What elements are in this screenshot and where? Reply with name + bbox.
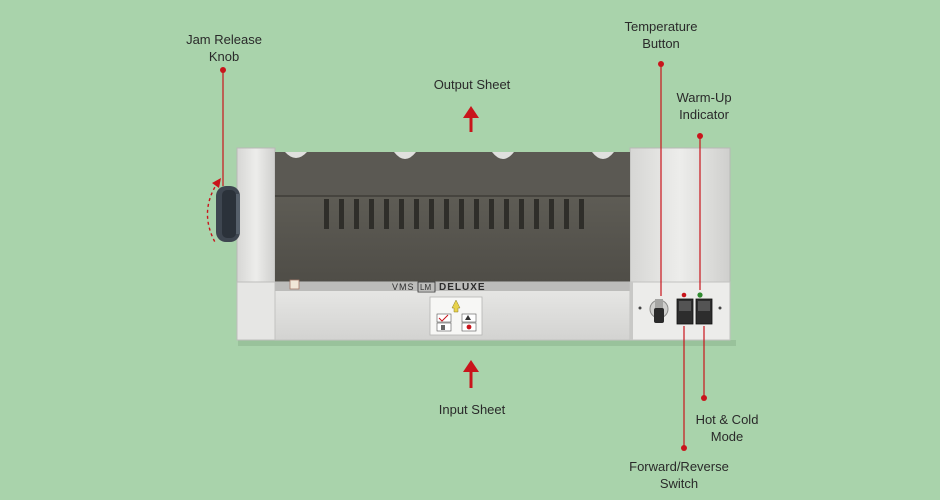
temperature-knob[interactable] bbox=[649, 299, 669, 323]
label-warm-up-indicator: Warm-Up Indicator bbox=[676, 90, 732, 122]
badge-model: LM bbox=[420, 283, 431, 292]
callout-dot-forward-reverse bbox=[681, 445, 687, 451]
hot-cold-mode-switch[interactable] bbox=[695, 298, 713, 325]
output-sheet-arrow bbox=[463, 106, 479, 132]
input-sheet-arrow bbox=[463, 360, 479, 388]
power-indicator-light bbox=[681, 292, 687, 298]
label-forward-reverse-switch: Forward/Reverse Switch bbox=[629, 459, 729, 491]
callout-dot-warm-up bbox=[697, 133, 703, 139]
label-temperature-button: Temperature Button bbox=[624, 19, 698, 51]
product-badge: VMS LM DELUXE bbox=[392, 281, 486, 293]
label-hot-cold-mode: Hot & Cold Mode bbox=[695, 412, 759, 444]
rotation-arrowhead bbox=[212, 178, 221, 188]
panel-screw-right bbox=[718, 306, 722, 310]
jam-release-knob[interactable] bbox=[216, 186, 240, 242]
callout-dot-jam-release bbox=[220, 67, 226, 73]
warm-up-indicator-light bbox=[697, 292, 703, 298]
callout-dot-hot-cold bbox=[701, 395, 707, 401]
vent-slots bbox=[324, 199, 584, 229]
callout-dots bbox=[220, 61, 707, 451]
rotation-arrow bbox=[206, 181, 219, 245]
feed-guide-notches bbox=[285, 152, 614, 159]
laminator-body bbox=[236, 147, 736, 346]
feed-instruction-sticker bbox=[429, 296, 483, 336]
label-output-sheet: Output Sheet bbox=[433, 77, 511, 92]
callout-lines bbox=[222, 64, 705, 448]
label-jam-release-knob: Jam Release Knob bbox=[186, 32, 262, 64]
callout-dot-temperature bbox=[658, 61, 664, 67]
badge-brand: VMS bbox=[392, 282, 415, 292]
badge-edition: DELUXE bbox=[439, 282, 486, 293]
panel-screw-left bbox=[638, 306, 642, 310]
label-input-sheet: Input Sheet bbox=[438, 402, 506, 417]
forward-reverse-switch[interactable] bbox=[676, 298, 694, 325]
warning-sticker bbox=[289, 279, 300, 290]
